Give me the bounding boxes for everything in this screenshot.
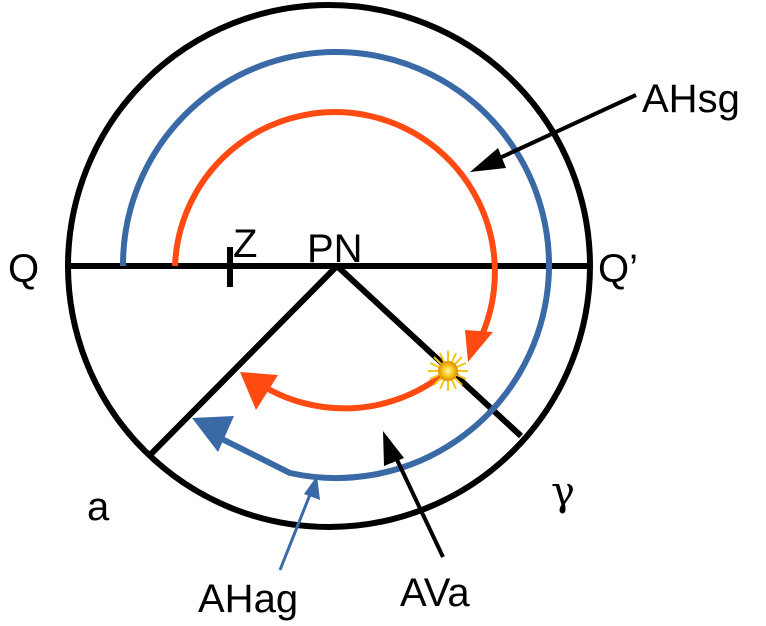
red-arc-upper	[172, 109, 498, 337]
red-arrowhead-lower	[240, 372, 278, 410]
label-a: a	[87, 485, 110, 529]
red-arc-lower	[256, 369, 448, 412]
ahag-pointer	[278, 486, 315, 571]
ahag-pointer-head	[304, 476, 320, 500]
red-arrowhead-upper	[465, 330, 493, 362]
ava-pointer	[388, 444, 445, 558]
label-ahag: AHag	[198, 577, 298, 621]
cone-line-left	[147, 263, 340, 458]
label-ahsg: AHsg	[642, 77, 740, 121]
label-q: Q	[8, 247, 39, 291]
ava-pointer-head	[383, 431, 404, 466]
blue-arc	[119, 49, 552, 482]
sun-icon	[428, 351, 468, 391]
label-pn: PN	[307, 227, 363, 271]
label-ava: AVa	[400, 571, 470, 615]
label-q-prime: Q’	[598, 247, 638, 291]
ahsg-pointer	[477, 93, 637, 170]
ahsg-pointer-head	[470, 148, 506, 172]
label-z: Z	[233, 222, 257, 266]
label-gamma: γ	[551, 469, 575, 515]
blue-arrowhead	[192, 416, 234, 452]
